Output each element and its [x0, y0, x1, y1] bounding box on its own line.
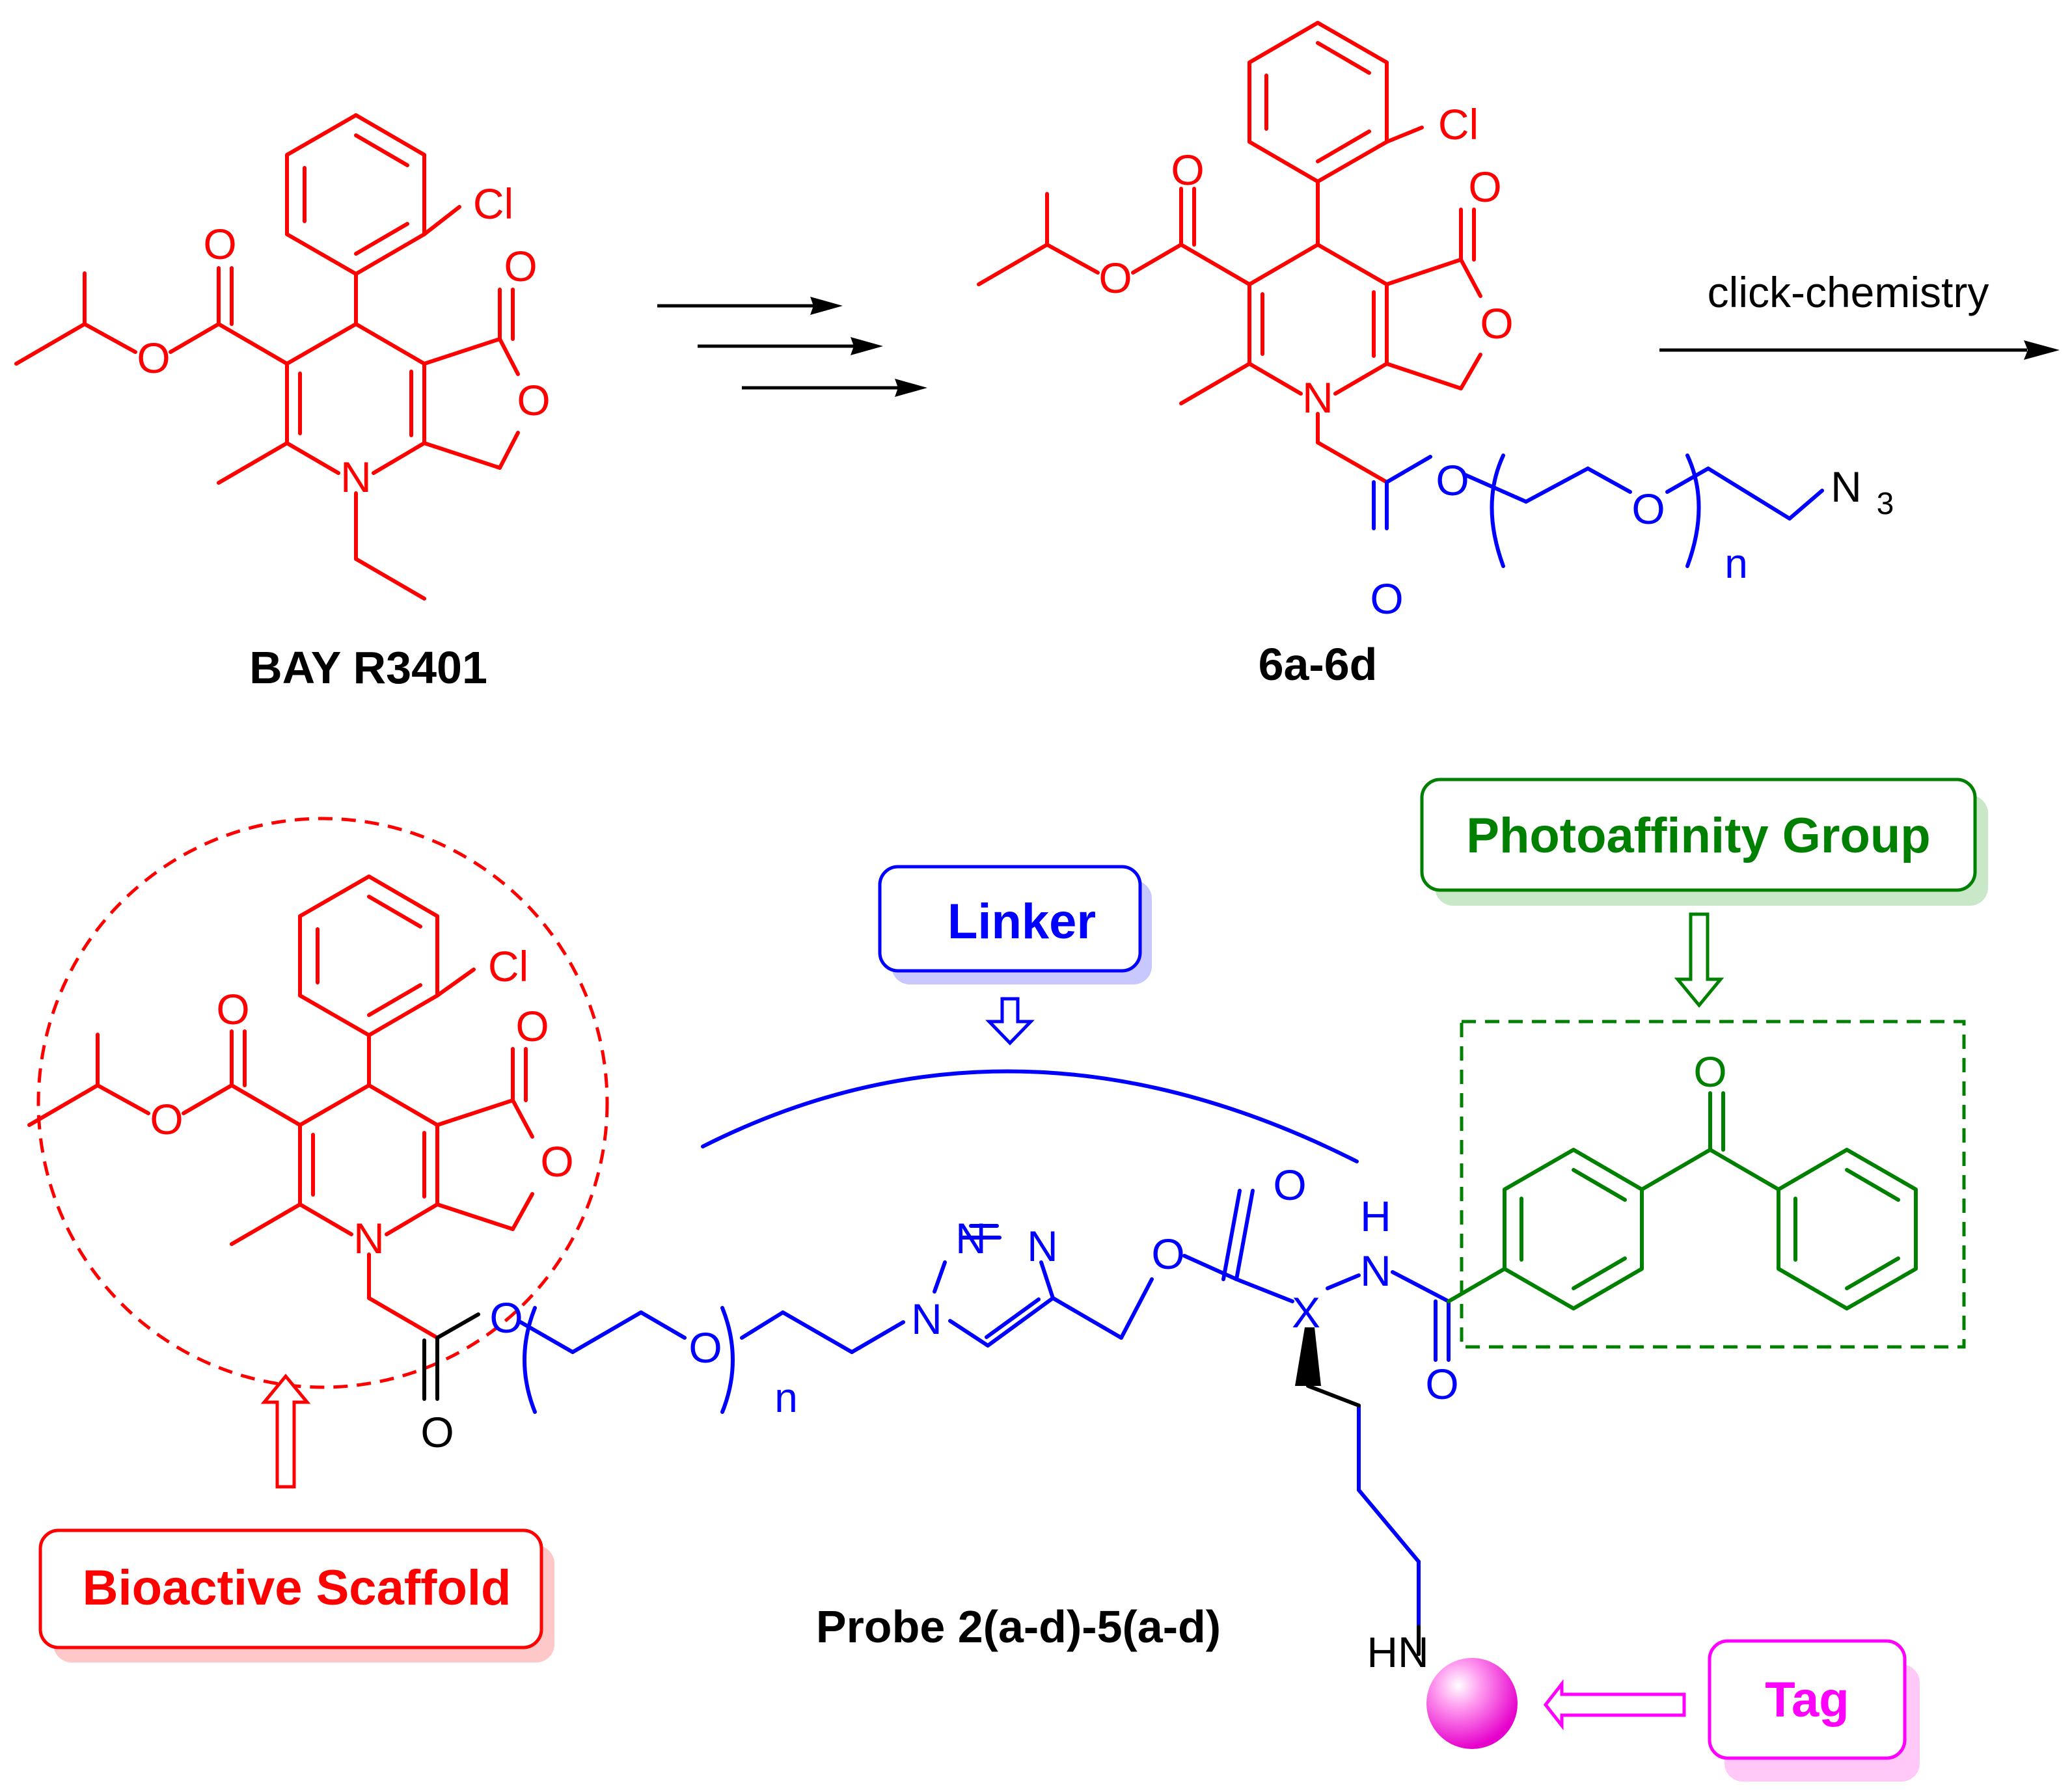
atom-o: O [515, 1002, 549, 1050]
probe-atom-labels: Cl O O O O N O O O n N N N O O X H N O O… [150, 942, 1726, 1676]
repeat-n: n [774, 1374, 798, 1421]
atom-o: O [1151, 1230, 1184, 1278]
photo-dashed-box [1460, 1020, 1966, 1349]
probe-scaffold-structure [27, 875, 534, 1340]
bay-atom-labels: Cl O O O O N [137, 180, 550, 501]
atom-cl: Cl [1438, 100, 1479, 148]
atom-n3: N [1831, 463, 1862, 511]
atom-o: O [1631, 485, 1665, 533]
atom-o: O [1370, 575, 1403, 623]
click-arrow [1659, 340, 2060, 360]
atom-o: O [1425, 1360, 1458, 1408]
label-linker: Linker [947, 894, 1096, 949]
atom-o: O [1468, 163, 1501, 211]
label-tag: Tag [1765, 1672, 1849, 1728]
atom-o: O [1098, 254, 1132, 302]
atom-n: N [1302, 373, 1333, 422]
atom-o: O [1273, 1161, 1306, 1209]
atom-o: O [1171, 146, 1204, 194]
label-photoaffinity: Photoaffinity Group [1466, 808, 1930, 863]
atom-o: O [216, 985, 249, 1033]
compound-label-intermediate: 6a-6d [1259, 639, 1378, 690]
hollow-arrow-icon [985, 997, 1035, 1046]
photo-structure [1447, 1091, 1918, 1310]
atom-hn: HN [1367, 1628, 1428, 1676]
arrow-right-icon [851, 337, 883, 355]
sphere-icon [1426, 1658, 1518, 1749]
multistep-arrows [657, 297, 927, 397]
atom-o: O [420, 1408, 454, 1456]
hollow-arrow-icon [1543, 1679, 1686, 1731]
bay-r3401-structure [14, 113, 520, 601]
atom-o: O [688, 1323, 722, 1372]
atom-cl: Cl [473, 180, 513, 228]
probe-chain-black [1306, 1384, 1421, 1656]
arrow-right-icon [895, 379, 927, 397]
atom-o: O [540, 1137, 573, 1186]
arrow-right-icon [810, 297, 843, 315]
atom-o: O [203, 220, 236, 268]
hollow-arrow-icon [260, 1374, 311, 1489]
atom-n: N [353, 1214, 385, 1262]
tag-callout: Tag [1543, 1639, 1920, 1782]
atom-o: O [489, 1294, 523, 1342]
atom-o: O [1480, 299, 1513, 347]
atom-o: O [517, 376, 550, 424]
linker-callout: Linker [878, 865, 1152, 1046]
atom-n: N [955, 1214, 987, 1262]
scaffold-dashed-circle [36, 817, 609, 1389]
repeat-n: n [1724, 540, 1748, 587]
label-bioactive-scaffold: Bioactive Scaffold [83, 1560, 511, 1616]
arrow-right-icon [2024, 340, 2060, 360]
compound-label-probe: Probe 2(a-d)-5(a-d) [816, 1601, 1221, 1652]
hollow-arrow-icon [1674, 912, 1724, 1008]
atom-n: N [340, 453, 372, 501]
intermediate-atom-labels: Cl O O O O N O O O n N 3 [1098, 100, 1894, 623]
reaction-label-click: click-chemistry [1708, 268, 1989, 316]
photo-callout: Photoaffinity Group [1420, 778, 1988, 1008]
atom-n: N [911, 1295, 942, 1343]
atom-o: O [1693, 1048, 1726, 1096]
wedge-bond [1295, 1327, 1321, 1386]
intermediate-structure [977, 21, 1824, 568]
atom-o: O [137, 334, 170, 382]
compound-label-bay: BAY R3401 [249, 642, 487, 693]
atom-n: N [1027, 1222, 1058, 1270]
atom-cl: Cl [488, 942, 528, 990]
atom-x: X [1292, 1288, 1320, 1336]
atom-n3-subscript: 3 [1877, 487, 1894, 521]
atom-o: O [504, 242, 537, 290]
atom-o: O [150, 1095, 183, 1143]
probe-linker-structure [519, 1069, 1451, 1656]
atom-o: O [1436, 456, 1469, 504]
probe-black-bonds [422, 1312, 480, 1401]
atom-n: N [1360, 1247, 1391, 1295]
atom-h: H [1360, 1192, 1391, 1240]
scaffold-callout: Bioactive Scaffold [38, 1374, 554, 1662]
